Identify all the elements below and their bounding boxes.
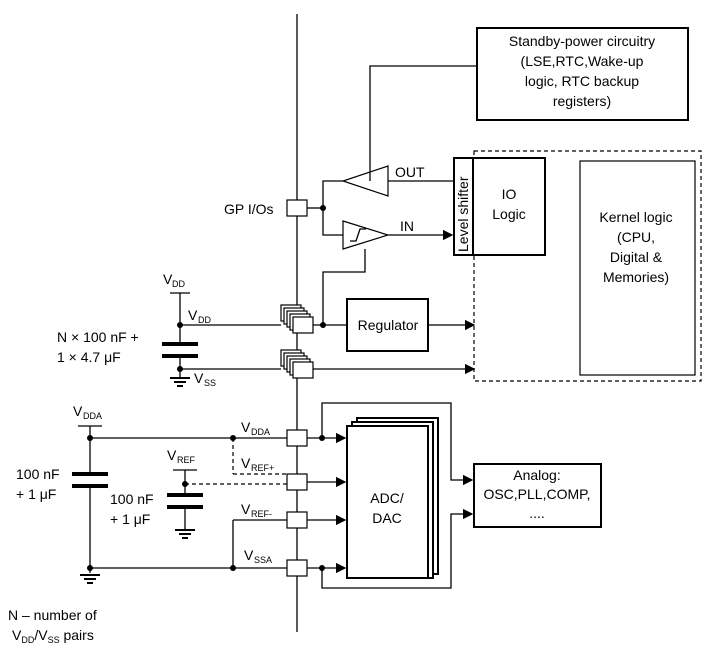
vdd-ext-junction xyxy=(177,322,183,328)
standby-power-block: Standby-power circuitry (LSE,RTC,Wake-up… xyxy=(476,27,689,121)
gpio-label: GP I/Os xyxy=(224,201,274,217)
schmitt-symbol xyxy=(350,228,366,242)
kernel-line-1: Kernel logic xyxy=(599,209,672,225)
vdd-line-sub: DD xyxy=(198,315,211,325)
vdda-top-v: V xyxy=(73,403,83,419)
vdda-line-v: V xyxy=(241,419,251,435)
io-logic-block: IO Logic xyxy=(472,157,546,256)
standby-feed-wire xyxy=(369,65,477,166)
output-buffer xyxy=(341,165,389,197)
vdd-line-v: V xyxy=(188,307,198,323)
kernel-logic-block: Kernel logic (CPU, Digital & Memories) xyxy=(579,160,696,376)
vref-ground-icon xyxy=(175,529,195,539)
note-line-2: VDD/VSS pairs xyxy=(12,627,94,645)
note-v1: V xyxy=(12,627,22,643)
adc-line-1: ADC/ xyxy=(370,490,404,506)
vssa-pad xyxy=(286,559,308,577)
note-sub1: DD xyxy=(21,635,34,645)
standby-line-4: registers) xyxy=(553,93,611,109)
level-shifter-label: Level shifter xyxy=(455,176,471,252)
standby-line-3: logic, RTC backup xyxy=(525,73,639,89)
kernel-line-4: Memories) xyxy=(603,269,669,285)
vssa-ground-icon xyxy=(80,574,100,584)
io-logic-line-2: Logic xyxy=(492,206,525,222)
note-sub2: SS xyxy=(48,635,60,645)
regulator-block: Regulator xyxy=(346,298,429,352)
vss-ext-junction xyxy=(177,366,183,372)
vref-plus-sub: REF+ xyxy=(251,463,274,473)
vssa-junction xyxy=(87,565,93,571)
vdda-line-sub: DDA xyxy=(251,427,270,437)
kernel-line-2: (CPU, xyxy=(617,229,655,245)
note-line-1: N – number of xyxy=(8,607,97,623)
vdd-cap-line-2: 1 × 4.7 μF xyxy=(57,349,121,365)
analog-vdda-wire xyxy=(321,402,474,486)
note-end: pairs xyxy=(60,627,94,643)
vref-plus-v: V xyxy=(241,455,251,471)
standby-line-1: Standby-power circuitry xyxy=(509,33,655,49)
vdda-cap-line-1: 100 nF xyxy=(16,466,60,482)
vdd-top-v: V xyxy=(163,271,173,287)
vref-junction xyxy=(182,481,188,487)
analog-line-2: OSC,PLL,COMP, xyxy=(483,486,590,502)
note-slash: /V xyxy=(34,627,48,643)
vss-ground-icon xyxy=(170,377,190,387)
io-logic-line-1: IO xyxy=(502,186,517,202)
buffer-supply-wire xyxy=(322,249,366,325)
vdd-pad-stack xyxy=(280,304,314,334)
input-buffer xyxy=(342,220,391,250)
vss-pad-stack xyxy=(280,349,314,379)
out-label: OUT xyxy=(395,164,425,180)
vref-minus-v: V xyxy=(241,501,251,517)
kernel-line-3: Digital & xyxy=(610,249,663,265)
analog-line-1: Analog: xyxy=(513,467,560,483)
vssa-sub: SSA xyxy=(254,555,272,565)
analog-block: Analog: OSC,PLL,COMP, .... xyxy=(473,463,602,528)
vdd-cap-line-1: N × 100 nF + xyxy=(57,329,139,345)
vssa-v: V xyxy=(244,547,254,563)
vdda-junction xyxy=(87,435,93,441)
vref-top-v: V xyxy=(167,447,177,463)
vss-sub: SS xyxy=(204,378,216,388)
gpio-junction xyxy=(320,205,326,211)
adc-line-2: DAC xyxy=(372,510,402,526)
vref-cap-line-2: + 1 μF xyxy=(110,511,150,527)
analog-vssa-wire xyxy=(321,508,474,589)
vdd-junction xyxy=(320,322,326,328)
vdda-pad xyxy=(286,429,308,447)
vdd-top-sub: DD xyxy=(172,279,185,289)
vref-plus-pad xyxy=(286,473,308,491)
vdda-top-sub: DDA xyxy=(83,411,102,421)
vref-minus-pad xyxy=(286,511,308,529)
adc-dac-block: ADC/ DAC xyxy=(346,417,439,579)
vdda-cap-line-2: + 1 μF xyxy=(16,486,56,502)
vref-top-sub: REF xyxy=(177,455,196,465)
standby-line-2: (LSE,RTC,Wake-up xyxy=(521,53,644,69)
in-label: IN xyxy=(400,218,414,234)
gpio-pad xyxy=(286,199,308,217)
level-shifter-block: Level shifter xyxy=(453,157,474,256)
digital-domain-boundary xyxy=(473,150,702,382)
analog-line-3: .... xyxy=(529,505,545,521)
vref-cap-line-1: 100 nF xyxy=(110,491,154,507)
vss-v: V xyxy=(194,370,204,386)
regulator-label: Regulator xyxy=(358,317,419,333)
vref-minus-sub: REF- xyxy=(251,509,272,519)
